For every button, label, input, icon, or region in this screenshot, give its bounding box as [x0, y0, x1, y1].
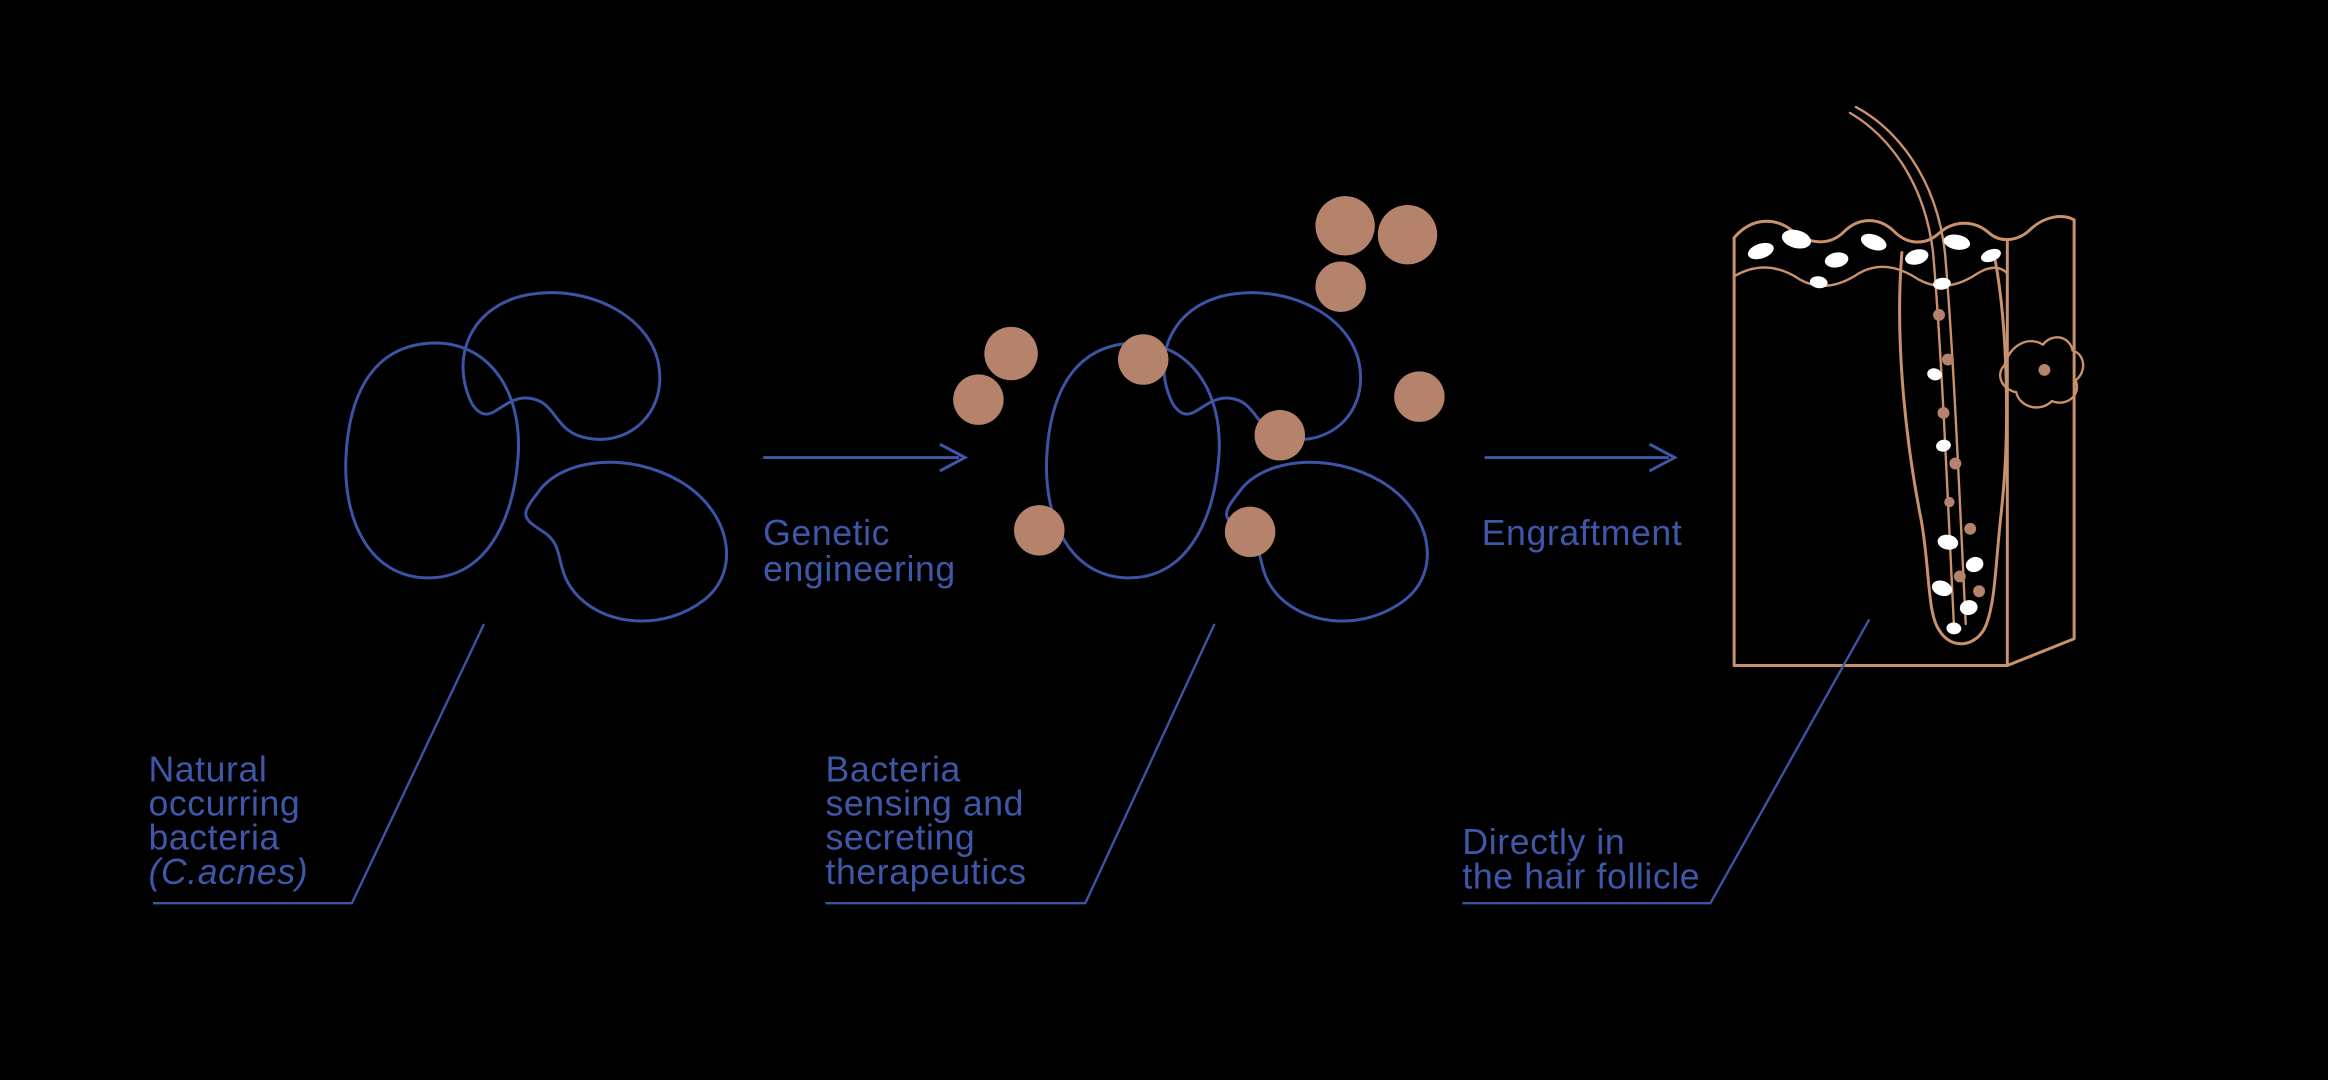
white-microbe-blob: [1809, 276, 1828, 289]
arrow1-label: Genetic engineering: [763, 513, 956, 589]
white-microbe-blobs-surface: [1747, 229, 2001, 290]
follicle-dot: [1933, 308, 1945, 321]
white-microbe-blob: [1959, 600, 1978, 616]
stage2-label-line: therapeutics: [825, 852, 1026, 892]
leader-line-hair-follicle: [1462, 618, 1871, 905]
white-microbe-blob: [1931, 580, 1953, 597]
stage1-label-line: Natural: [148, 749, 267, 789]
engraftment-arrow: [1484, 442, 1678, 473]
stage3-label-line: Directly in: [1462, 822, 1625, 862]
dermis-boundary: [1732, 265, 2009, 287]
white-microbe-blobs-follicle: [1927, 308, 1986, 635]
gland-dot: [2038, 363, 2051, 376]
sebaceous-gland: [1999, 336, 2085, 409]
follicle-dot: [1944, 496, 1955, 508]
stage2-label-line: sensing and: [825, 784, 1024, 824]
follicle-dot: [1953, 570, 1966, 583]
white-microbe-blob: [1965, 556, 1984, 573]
stage3-label: Directly in the hair follicle: [1462, 822, 1700, 896]
arrowhead-icon: [939, 442, 969, 473]
white-microbe-blob: [1937, 534, 1959, 550]
stage1-label-species: (C.acnes): [148, 852, 308, 892]
genetic-engineering-arrow: [763, 442, 969, 473]
white-microbe-blob: [1927, 368, 1942, 381]
white-microbe-blob: [1943, 234, 1971, 250]
leader-line-natural-bacteria: [152, 623, 486, 905]
white-microbe-blob: [1905, 249, 1929, 265]
stage3-label-line: the hair follicle: [1462, 856, 1700, 896]
therapeutic-dot: [1117, 334, 1169, 385]
arrow2-label: Engraftment: [1482, 513, 1683, 553]
therapeutic-dot: [1394, 371, 1445, 422]
arrowhead-icon: [1648, 442, 1678, 473]
white-microbe-blob: [1980, 248, 2001, 263]
white-microbe-blob: [1933, 277, 1951, 290]
therapeutic-dot: [984, 326, 1038, 381]
follicle-dot: [1949, 457, 1962, 470]
skin-block: [1732, 218, 2076, 668]
leader-line-engineered-bacteria: [825, 623, 1216, 905]
stage2-label: Bacteria sensing and secreting therapeut…: [825, 749, 1026, 892]
follicle-dot: [1973, 585, 1986, 598]
white-microbe-blob: [1781, 229, 1812, 249]
therapeutic-dot: [1377, 205, 1438, 265]
white-microbe-blob: [1747, 242, 1774, 260]
white-microbe-blob: [1946, 622, 1962, 635]
follicle-dot: [1964, 522, 1977, 535]
stage1-label: Natural occurring bacteria (C.acnes): [148, 749, 308, 892]
white-microbe-blob: [1824, 252, 1849, 268]
therapeutic-dot: [1315, 196, 1375, 256]
arrow1-label-line: Genetic: [763, 513, 890, 553]
bacteria-cluster-natural: [344, 291, 729, 623]
stage1-label-line: bacteria: [148, 818, 279, 858]
hair-follicle: [1898, 251, 2009, 646]
white-microbe-blob: [1860, 233, 1887, 251]
skin-hair-follicle-illustration: [1732, 105, 2085, 668]
therapeutic-dots: [953, 196, 1445, 558]
therapeutic-dot: [1254, 410, 1306, 461]
bacteria-cluster-engineered: [1045, 291, 1429, 623]
arrow2-label-text: Engraftment: [1482, 513, 1683, 553]
therapeutic-dot: [953, 374, 1004, 425]
arrow1-label-line: engineering: [763, 549, 956, 589]
therapeutic-dot: [1315, 261, 1366, 312]
stage1-label-line: occurring: [148, 784, 300, 824]
stage2-label-line: secreting: [825, 818, 975, 858]
follicle-dot: [1941, 353, 1954, 366]
therapeutic-dot: [1014, 505, 1065, 556]
follicle-dot: [1937, 407, 1950, 419]
white-microbe-blob: [1936, 439, 1951, 452]
stage2-label-line: Bacteria: [825, 749, 960, 789]
therapeutic-dot: [1224, 506, 1276, 558]
